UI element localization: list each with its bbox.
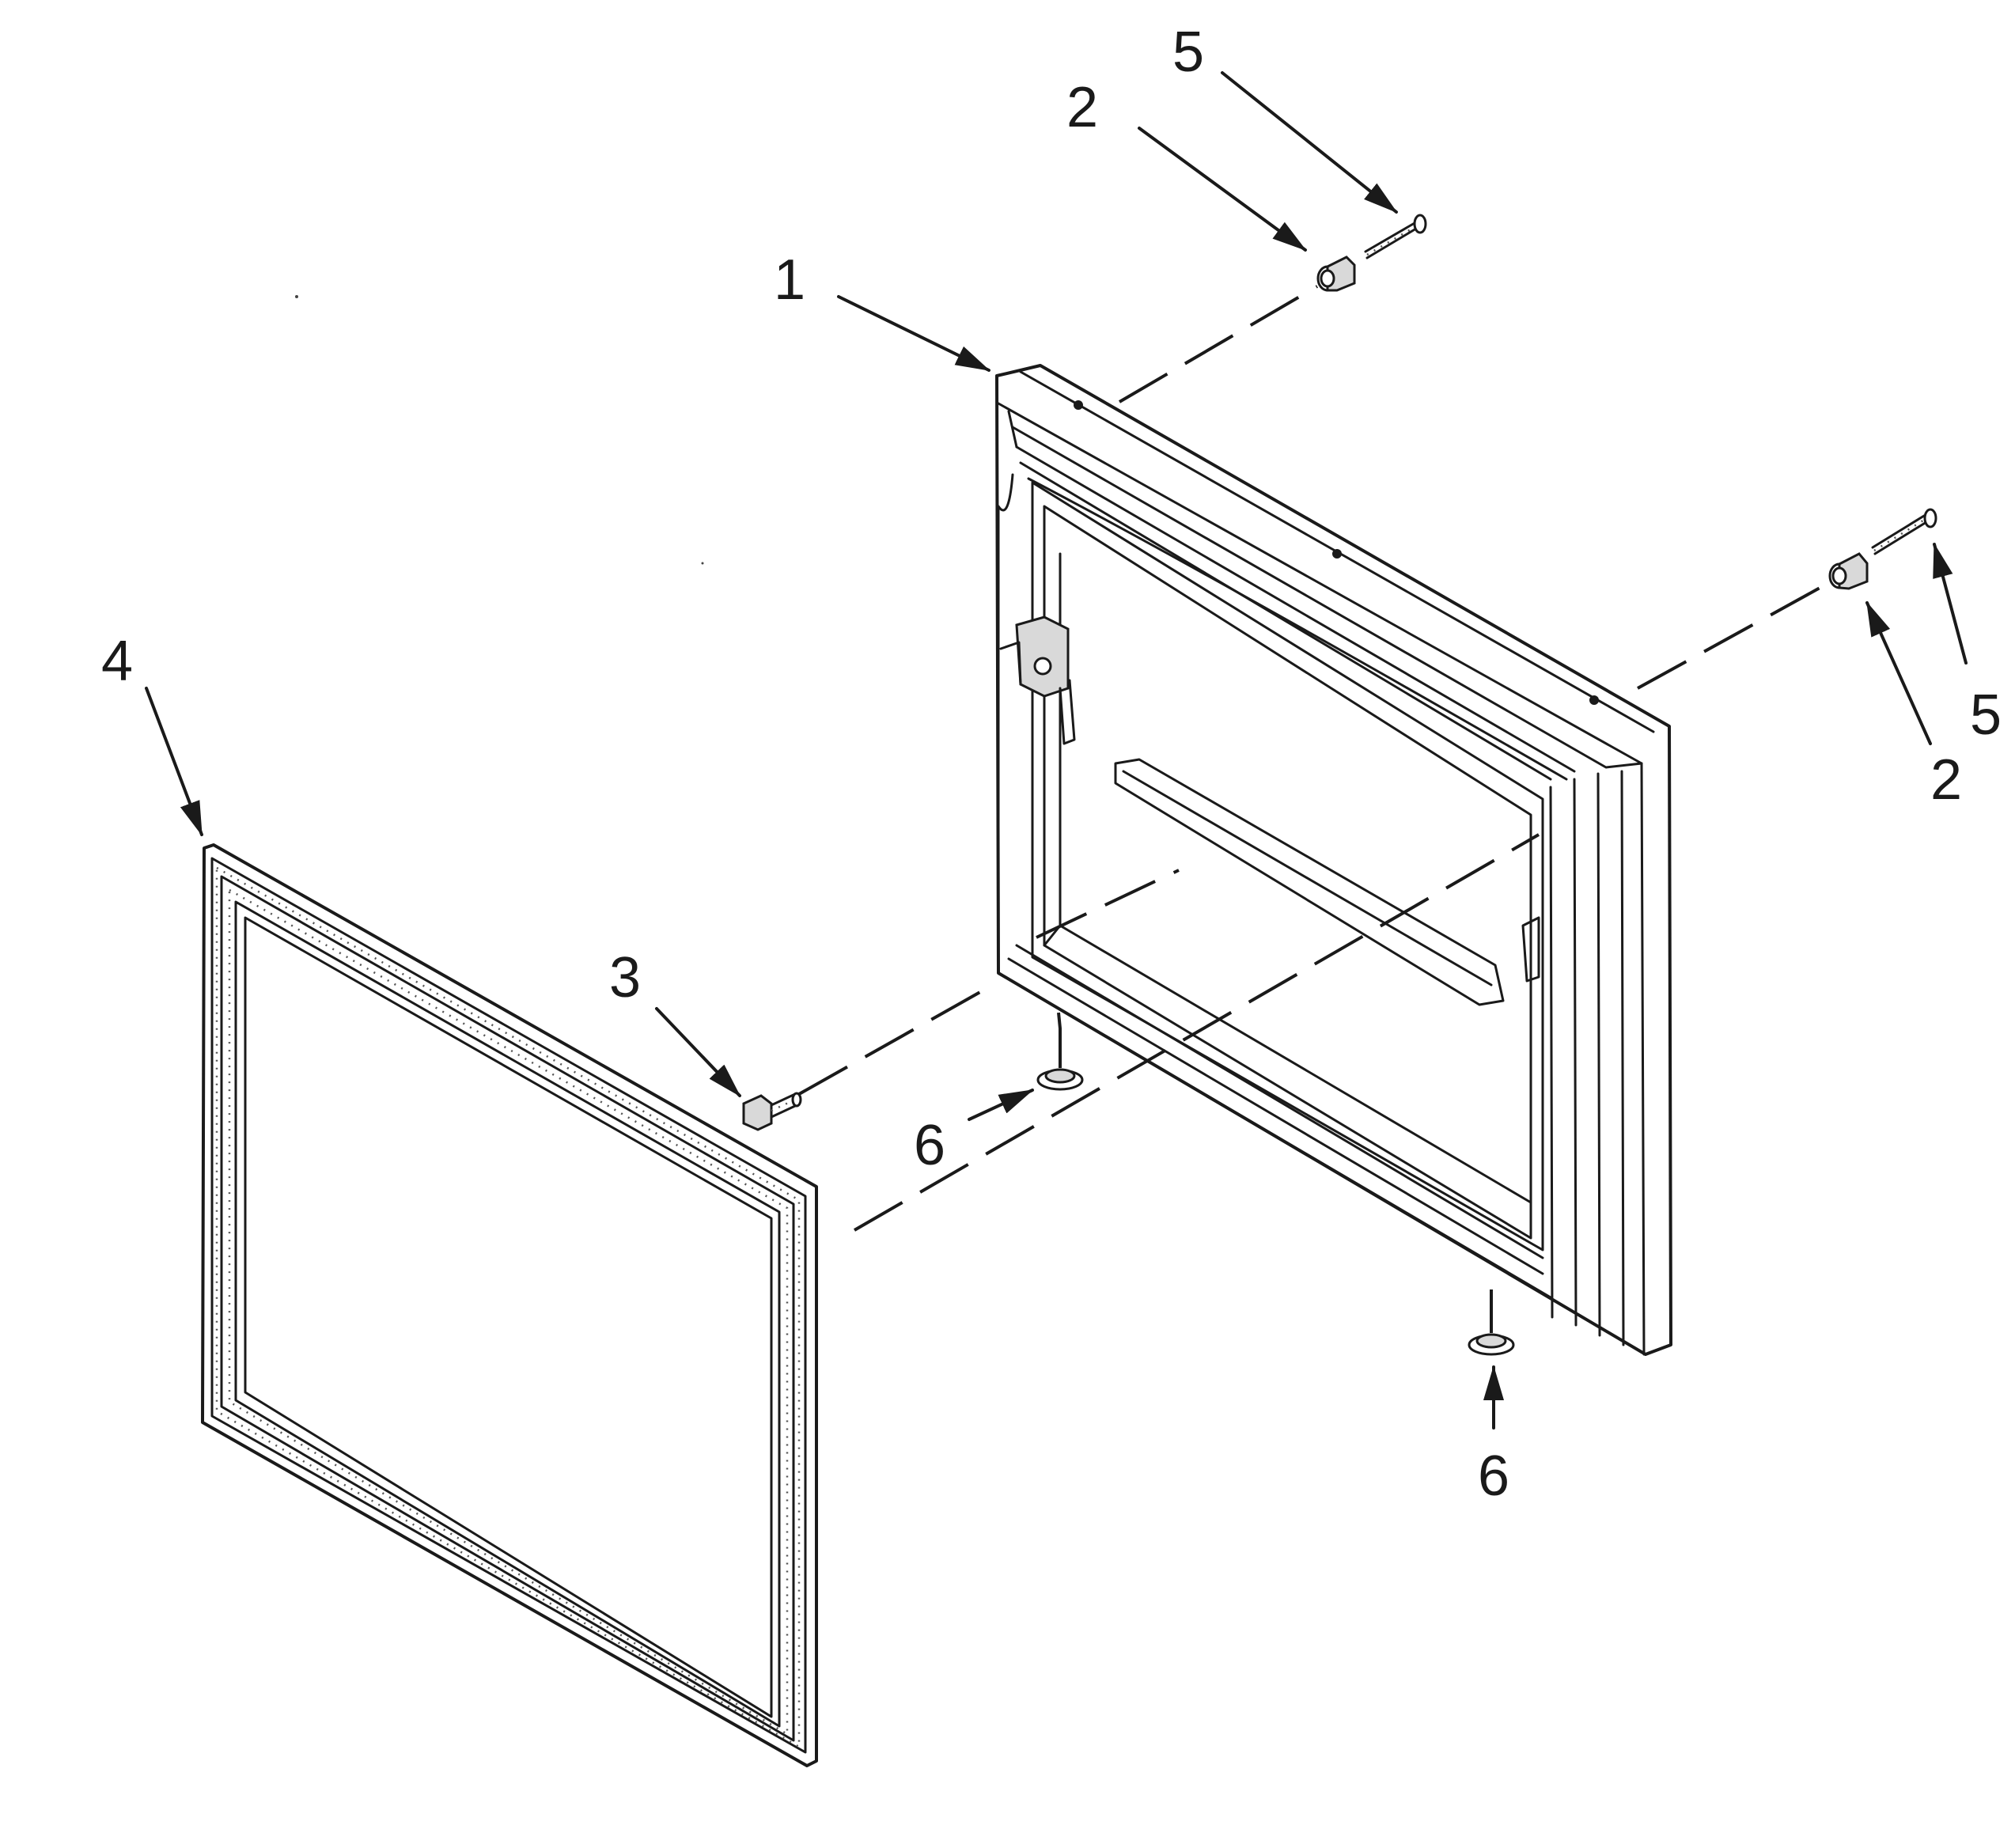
callout-6-right: 6 (1478, 1445, 1509, 1508)
leader-6-left (968, 1089, 1034, 1121)
leader-arrows (145, 71, 1968, 1430)
callout-5-upper: 5 (1172, 21, 1204, 84)
door-gasket (201, 843, 818, 1767)
callout-2-upper: 2 (1066, 76, 1098, 139)
leader-3 (655, 1007, 741, 1097)
scan-speck (295, 295, 298, 298)
door-inner-panel (995, 364, 1672, 1356)
callout-labels: 1 2 2 3 4 5 5 6 6 (101, 21, 2002, 1508)
leader-1 (837, 295, 990, 372)
scan-speck (701, 562, 704, 565)
hinge-screw-right (1871, 508, 1937, 555)
leader-5-right (1933, 543, 1968, 665)
gasket-screw (742, 1092, 802, 1131)
callout-2-right: 2 (1930, 748, 1962, 812)
leader-5-upper (1221, 71, 1398, 214)
door-bumper-left (1036, 1068, 1084, 1091)
callout-4: 4 (101, 630, 133, 693)
hinge-bushing-upper (1316, 256, 1356, 292)
door-bumper-right (1468, 1333, 1515, 1356)
leader-2-upper (1138, 127, 1307, 252)
callout-5-right: 5 (1970, 684, 2002, 747)
leader-2-right (1865, 601, 1932, 745)
leader-4 (145, 687, 203, 836)
callout-1: 1 (774, 248, 805, 312)
callout-3: 3 (609, 946, 641, 1009)
callout-6-left: 6 (914, 1114, 945, 1177)
hinge-screw-upper (1364, 214, 1427, 259)
hinge-bushing-right (1828, 552, 1869, 590)
assembly-guide-lines (798, 285, 1832, 1333)
